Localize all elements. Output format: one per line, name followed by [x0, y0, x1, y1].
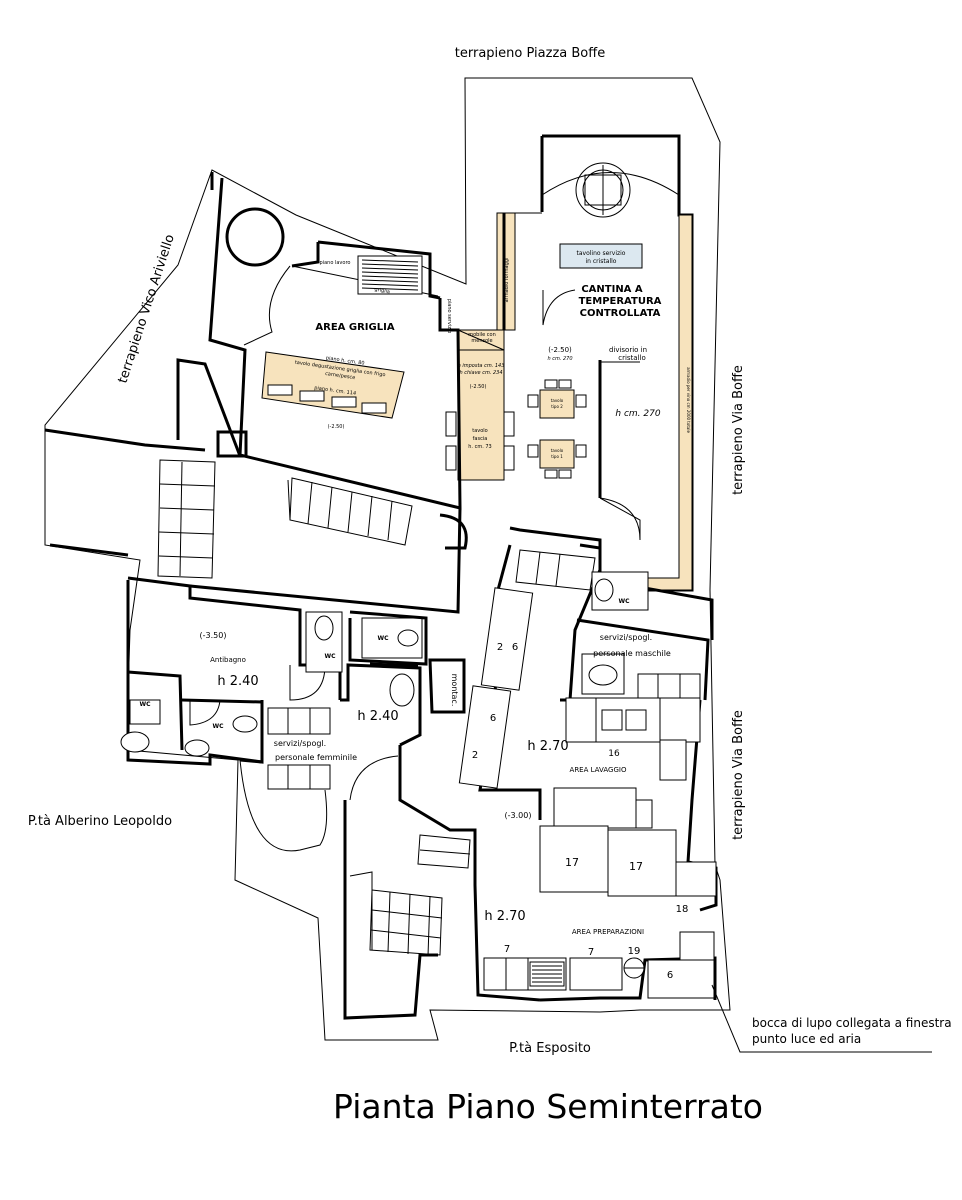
label-west: terrapieno Vico Ariviello: [116, 233, 178, 386]
label-h270-small: h cm. 270: [547, 356, 572, 362]
servizi-femminili-block: [239, 663, 438, 1020]
cantina-block: [445, 134, 694, 592]
griglia-fixture: [357, 255, 423, 295]
label-tavolino-2: in cristallo: [586, 258, 617, 265]
label-lavaggio-h: h 2.70: [527, 739, 568, 754]
door-swing-icon: [542, 289, 576, 326]
fixture-number: 7: [504, 944, 510, 955]
fixture-number: 18: [676, 904, 689, 915]
room-servizi-femminili: servizi/spogl.: [274, 739, 326, 748]
tavolo-degustazione: [261, 351, 405, 419]
table-icon: [539, 389, 575, 419]
label-divisorio-2: cristallo: [618, 354, 646, 362]
label-tavolo-fascia-3: h. cm. 73: [468, 444, 492, 450]
fixture-number: 2: [472, 750, 478, 761]
label-wc: WC: [324, 653, 336, 660]
label-divisorio: divisorio in: [609, 346, 647, 354]
label-h270: h cm. 270: [615, 409, 660, 419]
level-mid: (-2.50): [470, 384, 487, 390]
toilet-icon: [594, 578, 614, 602]
room-servizi-femminili-2: personale femminile: [275, 753, 357, 762]
door-swing-icon: [349, 755, 399, 801]
label-wc: WC: [139, 701, 151, 708]
label-piano-lavoro: piano lavoro: [320, 260, 351, 266]
label-armadio-vino: armadio per vino cm 2000 totale: [686, 367, 691, 433]
table-icon: [539, 825, 609, 893]
label-montacarichi: montac.: [450, 674, 459, 707]
room-area-griglia: AREA GRIGLIA: [315, 322, 394, 333]
label-tavolo-fascia-2: fascia: [473, 436, 488, 442]
label-antibagno-h: h 2.40: [217, 674, 258, 689]
callout-line2: punto luce ed aria: [752, 1032, 861, 1046]
label-piano-h114: piano h. cm. 114: [314, 385, 357, 397]
level-lavaggio: (-3.00): [505, 811, 532, 820]
label-imposta: h imposta cm. 143: [458, 363, 505, 369]
toilet-icon: [120, 731, 150, 753]
room-cantina: CANTINA A: [581, 284, 643, 295]
label-tavolo-tipo1: tavolo: [551, 448, 564, 453]
label-wc: WC: [618, 598, 630, 605]
label-west-lower: P.tà Alberino Leopoldo: [28, 814, 172, 829]
fixture-number: 17: [565, 856, 579, 869]
callout-line1: bocca di lupo collegata a finestra: [752, 1016, 952, 1030]
label-armadio-formaggi: armadio formaggi: [504, 258, 510, 303]
tavolino-cristallo: [559, 243, 643, 269]
room-cantina-2: TEMPERATURA: [579, 296, 662, 307]
fixture-number: 17: [629, 860, 643, 873]
label-tavolo-tipo1-2: tipo 1: [551, 454, 563, 459]
fixture-number: 16: [608, 749, 620, 759]
level-cantina: (-2.50): [548, 346, 572, 354]
label-piano-h80: piano h. cm. 80: [325, 355, 364, 366]
label-femm-h: h 2.40: [357, 709, 398, 724]
room-servizi-maschili: servizi/spogl.: [600, 633, 652, 642]
label-east-lower: terrapieno Via Boffe: [731, 710, 746, 840]
stair-icon: [44, 358, 468, 614]
fixture-number: 6: [490, 713, 496, 724]
label-griglia: griglia: [374, 287, 390, 296]
label-wc: WC: [212, 723, 224, 730]
sink-icon: [232, 715, 258, 733]
label-south: P.tà Esposito: [509, 1041, 591, 1056]
label-tavolo-tipo2: tavolo: [551, 398, 564, 403]
page-title: Pianta Piano Seminterrato: [333, 1087, 763, 1126]
area-griglia-block: [208, 172, 462, 510]
fixture-number: 7: [588, 947, 594, 958]
fixture-number: 6: [667, 970, 673, 981]
label-tavolino: tavolino servizio: [577, 250, 626, 257]
label-mobile-mensole-2: mensole: [471, 338, 492, 344]
antibagno-block: [120, 576, 428, 766]
label-tavolo-degustazione-2: carne/pesce: [325, 371, 356, 381]
label-wc: WC: [377, 635, 389, 642]
level-griglia: (-2.50): [328, 424, 345, 430]
room-area-lavaggio: AREA LAVAGGIO: [570, 766, 627, 774]
label-chiave: h chiave cm. 234: [459, 370, 502, 376]
room-cantina-3: CONTROLLATA: [580, 308, 661, 319]
room-area-preparazioni: AREA PREPARAZIONI: [572, 928, 644, 936]
label-east-upper: terrapieno Via Boffe: [731, 365, 746, 495]
fixture-number: 2: [497, 642, 503, 653]
fixture-number: 19: [628, 946, 641, 957]
label-prep-h: h 2.70: [484, 909, 525, 924]
label-north: terrapieno Piazza Boffe: [455, 46, 605, 61]
label-tavolo-tipo2-2: tipo 2: [551, 404, 563, 409]
table-icon: [539, 439, 575, 469]
level-antibagno: (-3.50): [200, 631, 227, 640]
chair-icon: [445, 411, 457, 437]
callout-leader: [711, 984, 932, 1053]
fixture-number: 6: [512, 642, 518, 653]
kitchen-block: [473, 543, 718, 1002]
label-piano-servizio: piano servizio: [446, 299, 452, 334]
label-mobile-mensole: mobile con: [468, 332, 496, 338]
corridor-block: [349, 544, 596, 957]
label-tavolo-fascia: tavolo: [472, 428, 488, 434]
room-servizi-maschili-2: personale maschile: [593, 649, 671, 658]
sink-icon: [588, 664, 618, 686]
room-antibagno: Antibagno: [210, 656, 246, 664]
